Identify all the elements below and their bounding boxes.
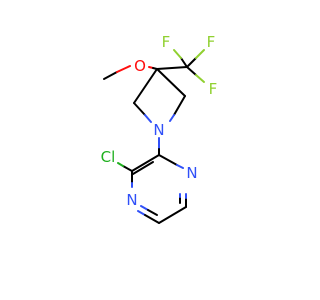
- bond-methyl-o: [103, 71, 118, 80]
- bond-n-right-c2: [176, 164, 184, 169]
- fluorine-top-left-label: F: [162, 33, 171, 51]
- pyrazine-nitrogen-right-label: N: [186, 164, 197, 182]
- bond-cf3-f-top-right: [195, 49, 205, 59]
- chlorine-label: Cl: [101, 148, 116, 166]
- azetidine-nitrogen-label: N: [153, 121, 164, 139]
- bond-cf3-f-top-left-carbon: [180, 57, 188, 68]
- bond-o-methyl: [116, 65, 131, 73]
- bond-n-c4: [169, 114, 175, 122]
- bond-c2-n: [133, 102, 146, 116]
- bond-c4-n: [173, 95, 186, 116]
- bond-c3-c4: [156, 68, 186, 97]
- molecule-structure: O F F F N Cl N N: [101, 33, 218, 224]
- bond-c2-c3-pyrazine: [131, 154, 160, 172]
- bond-c5-n-left: [144, 214, 160, 224]
- methoxy-oxygen-label: O: [134, 57, 146, 75]
- bond-c3-c2: [133, 68, 158, 104]
- bond-c2-c3-pyrazine-inner: [132, 161, 154, 175]
- bond-cl-c3: [117, 162, 124, 167]
- bond-c3-cf3: [156, 66, 188, 70]
- bond-n-c2: [144, 114, 152, 123]
- fluorine-right-label: F: [209, 80, 218, 98]
- bond-cf3-f-right-carbon: [186, 66, 197, 76]
- bond-cf3-f-top-left: [173, 49, 182, 59]
- bond-n-left-c5: [137, 210, 146, 216]
- bond-cf3-f-top-right-carbon: [186, 57, 197, 68]
- bond-cf3-f-right: [195, 74, 205, 83]
- bond-c3-cl: [122, 165, 133, 172]
- fluorine-top-right-label: F: [207, 33, 216, 51]
- pyrazine-nitrogen-left-label: N: [126, 191, 137, 209]
- bond-c5-n-left-inner: [147, 209, 158, 216]
- bond-n-left-c5-inner: [140, 205, 149, 211]
- bond-c5-c6: [158, 206, 187, 224]
- bond-c2-n-right: [158, 154, 178, 166]
